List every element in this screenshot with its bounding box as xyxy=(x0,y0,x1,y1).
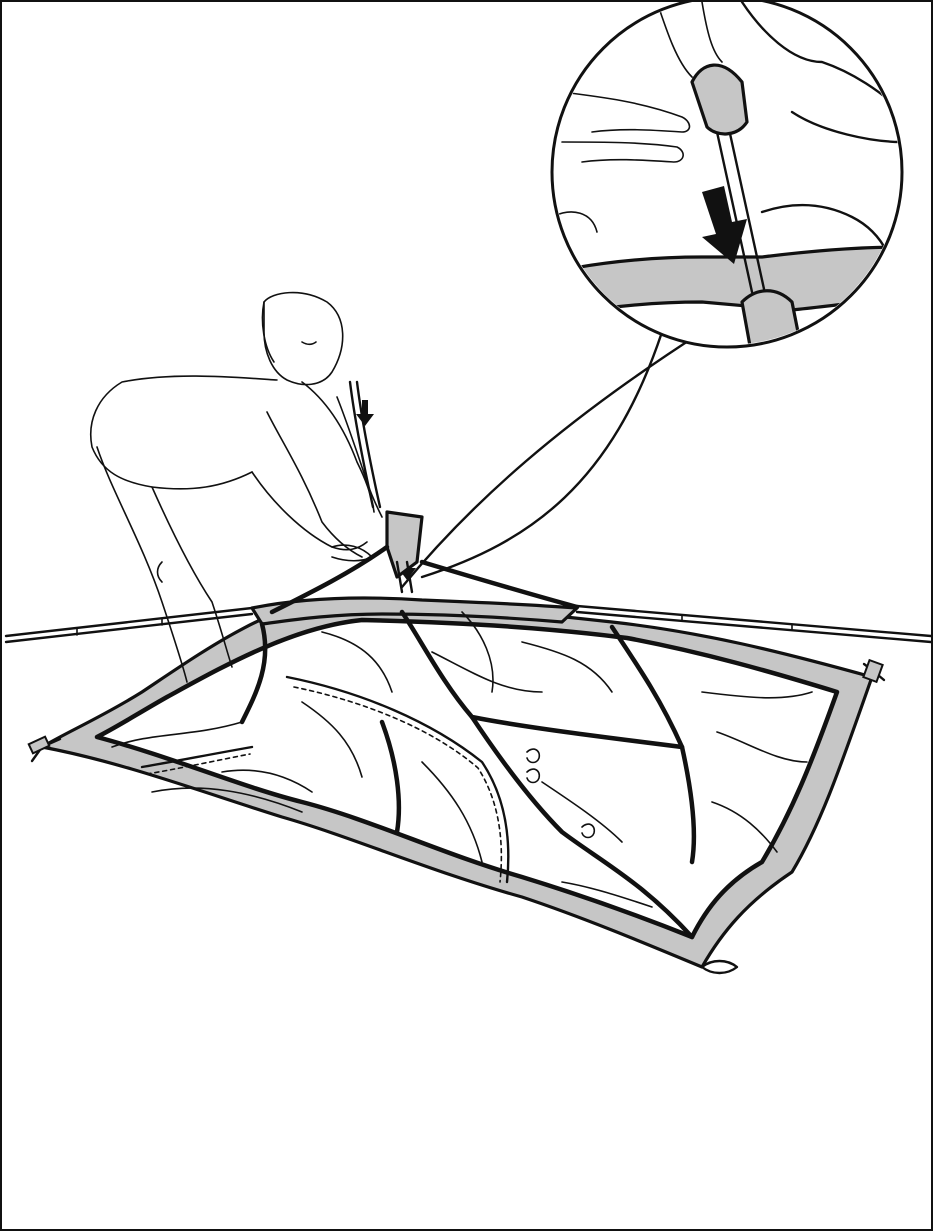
tent-body xyxy=(42,598,872,967)
magnifier-callout xyxy=(402,2,902,587)
